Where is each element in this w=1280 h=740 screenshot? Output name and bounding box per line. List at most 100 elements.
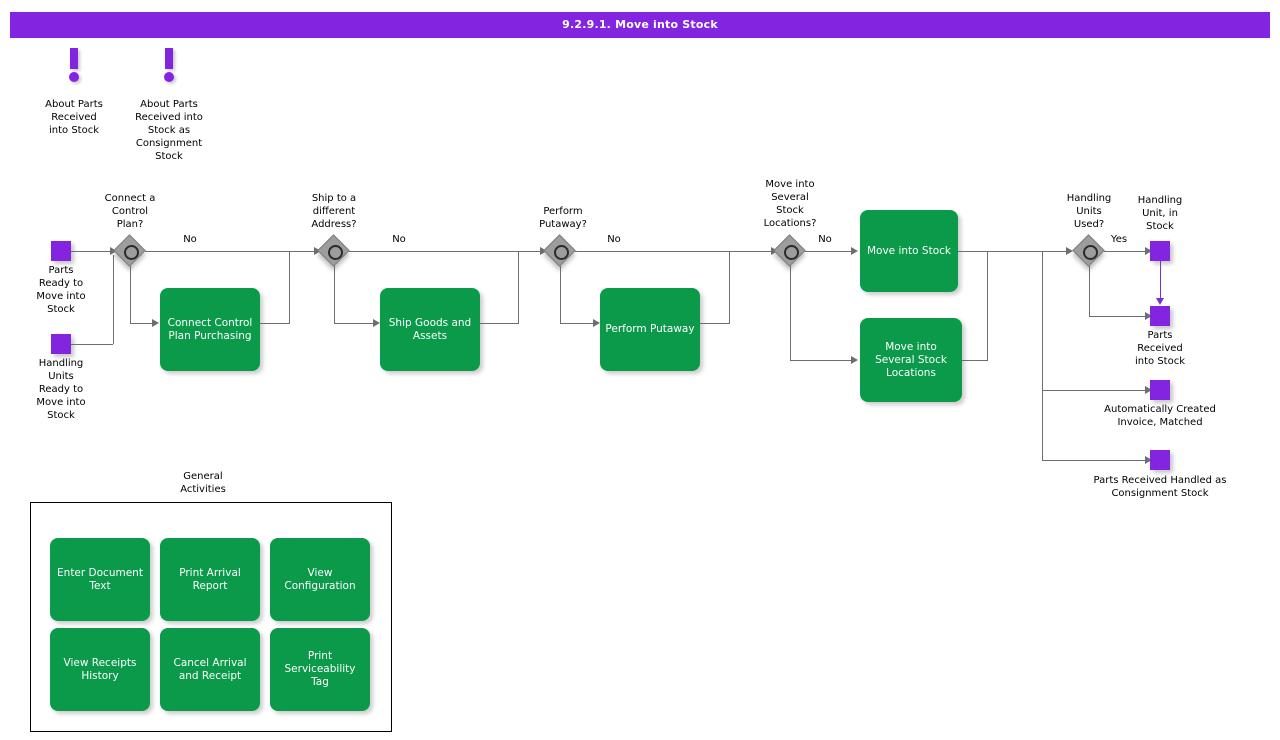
connector-gw1-down [130,266,131,323]
connector-act3-up [729,251,730,323]
end-event-parts-received-into-stock[interactable] [1150,306,1170,326]
arrowhead-to-act2 [373,319,380,327]
activity-label: Print Serviceability Tag [284,650,356,688]
gateway-perform-putaway[interactable] [543,234,576,267]
connector-gw1-to-act1 [130,323,156,324]
connector-trunk-down [1042,251,1043,461]
about-parts-received-consignment-icon[interactable] [161,48,177,82]
gateway-inclusive-ring-icon [1083,245,1098,260]
arrowhead-to-handling-unit-event [1145,247,1152,255]
start-event-parts-ready-label: Parts Ready to Move into Stock [36,265,86,315]
connector-gw2-to-act2 [334,323,376,324]
about-parts-received-consignment-label: About Parts Received into Stock as Consi… [135,99,203,162]
connector-gw4-down [790,266,791,360]
title-bar: 9.2.9.1. Move into Stock [10,12,1270,38]
exclamation-bar-icon [165,48,173,69]
end-event-automatically-created-invoice-matched[interactable] [1150,380,1170,400]
arrowhead-to-act3 [593,319,600,327]
connector-act5-up [987,251,988,360]
end-event-handling-unit-in-stock-label: Handling Unit, in Stock [1137,195,1183,232]
arrowhead-to-act1 [152,319,159,327]
arrowhead-message-flow [1156,298,1164,305]
activity-move-into-several-stock-locations[interactable]: Move into Several Stock Locations [860,318,962,402]
activity-connect-control-plan-purchasing[interactable]: Connect Control Plan Purchasing [160,288,260,371]
connector-gw5-to-parts-received [1089,316,1148,317]
connector-gw3-no [575,251,773,252]
activity-print-arrival-report[interactable]: Print Arrival Report [160,538,260,621]
connector-gw1-no [145,251,317,252]
connector-handling-units-ready-v [113,255,114,344]
flow-label-gw3-no: No [607,234,621,245]
arrowhead-to-gw5 [1066,247,1073,255]
flow-label-gw4-no: No [818,234,832,245]
activity-label: Print Arrival Report [179,566,241,592]
activity-perform-putaway[interactable]: Perform Putaway [600,288,700,371]
connector-act1-out [260,323,290,324]
activity-label: Ship Goods and Assets [388,316,472,342]
activity-label: Cancel Arrival and Receipt [173,656,247,682]
arrowhead-to-consignment-event [1145,456,1152,464]
connector-gw2-down [334,266,335,323]
start-event-handling-units-ready-label: Handling Units Ready to Move into Stock [36,358,86,421]
activity-label: Move into Stock [866,244,951,257]
gateway-connect-control-plan[interactable] [113,234,146,267]
gateway-perform-putaway-label: Perform Putaway? [539,206,587,230]
end-event-parts-received-handled-as-consignment-stock[interactable] [1150,450,1170,470]
activity-label: Move into Several Stock Locations [875,340,947,379]
activity-ship-goods-and-assets[interactable]: Ship Goods and Assets [380,288,480,371]
connector-act3-out [700,323,730,324]
activity-print-serviceability-tag[interactable]: Print Serviceability Tag [270,628,370,711]
connector-gw3-down [560,266,561,323]
activity-label: Connect Control Plan Purchasing [167,316,253,342]
gateway-inclusive-ring-icon [554,245,569,260]
end-event-parts-received-handled-as-consignment-stock-label: Parts Received Handled as Consignment St… [1093,475,1227,499]
gateway-inclusive-ring-icon [124,245,139,260]
activity-label: Enter Document Text [57,566,143,592]
gateway-inclusive-ring-icon [328,245,343,260]
connector-act2-up [518,251,519,323]
connector-parts-ready-to-gw1 [71,251,117,252]
activity-label: Perform Putaway [605,323,695,335]
connector-move-into-stock-out [958,251,1070,252]
end-event-handling-unit-in-stock[interactable] [1150,241,1170,261]
message-flow-handling-unit-to-parts-received [1160,261,1161,301]
flow-label-gw1-no: No [183,234,197,245]
connector-act2-out [480,323,519,324]
gateway-move-several-stock-locations[interactable] [773,234,806,267]
connector-act1-up [289,251,290,323]
activity-view-configuration[interactable]: View Configuration [270,538,370,621]
gateway-handling-units-used[interactable] [1072,234,1105,267]
connector-trunk-to-consignment [1042,460,1148,461]
start-event-handling-units-ready[interactable] [51,334,71,354]
end-event-parts-received-into-stock-label: Parts Received into Stock [1134,330,1185,367]
connector-gw4-to-act5 [790,360,852,361]
exclamation-dot-icon [69,72,79,82]
end-event-automatically-created-invoice-matched-label: Automatically Created Invoice, Matched [1104,404,1216,428]
activity-move-into-stock[interactable]: Move into Stock [860,210,958,292]
arrowhead-to-invoice-event [1145,386,1152,394]
general-activities-title: General Activities [180,471,226,495]
connector-gw5-down [1089,266,1090,316]
about-parts-received-into-stock-icon[interactable] [66,48,82,82]
activity-cancel-arrival-and-receipt[interactable]: Cancel Arrival and Receipt [160,628,260,711]
connector-trunk-to-invoice [1042,390,1148,391]
activity-view-receipts-history[interactable]: View Receipts History [50,628,150,711]
connector-act5-out [962,360,988,361]
about-parts-received-into-stock-label: About Parts Received into Stock [45,99,103,136]
gateway-move-several-locations-label: Move into Several Stock Locations? [763,179,817,229]
arrowhead-to-parts-received-event [1145,312,1152,320]
arrowhead-to-move-into-stock [851,247,858,255]
gateway-ship-different-address-label: Ship to a different Address? [311,193,357,230]
connector-handling-units-ready-h [71,344,113,345]
page-title: 9.2.9.1. Move into Stock [562,18,718,31]
activity-label: View Configuration [284,566,356,592]
flow-label-gw2-no: No [392,234,406,245]
connector-gw3-to-act3 [560,323,596,324]
activity-enter-document-text[interactable]: Enter Document Text [50,538,150,621]
connector-gw2-no [349,251,543,252]
gateway-ship-different-address[interactable] [317,234,350,267]
gateway-connect-control-plan-label: Connect a Control Plan? [104,193,156,230]
general-activities-box [30,502,392,732]
start-event-parts-ready[interactable] [51,241,71,261]
